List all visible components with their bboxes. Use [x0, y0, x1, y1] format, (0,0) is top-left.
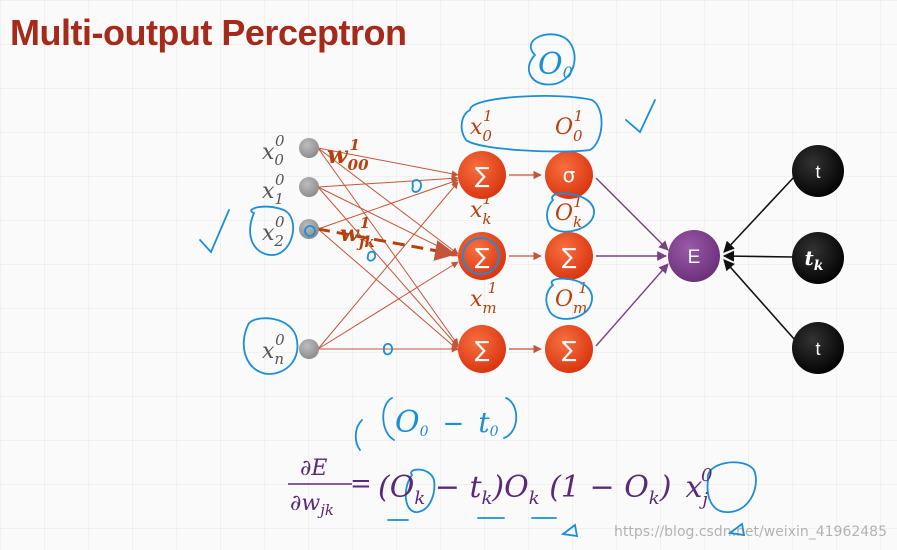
annotation-circle-om	[545, 277, 593, 320]
activation-symbol-0: σ	[563, 163, 576, 187]
formula-denominator: ∂wjk	[290, 491, 334, 519]
activation-symbol-k: ∑	[562, 245, 577, 270]
error-node	[668, 230, 720, 282]
input-label-n: xn0	[262, 331, 285, 368]
weight-jk-edge	[317, 227, 457, 261]
error-label: E	[688, 247, 701, 268]
hidden-activation-edges	[509, 170, 542, 354]
annotation-circle-ok	[546, 192, 595, 233]
output-error-edges	[595, 177, 669, 347]
page-title: Multi-output Perceptron	[10, 12, 407, 53]
target-label-top: t	[815, 162, 820, 182]
gradient-formula: ∂E ∂wjk = (Ok − tk)Ok (1 − Ok)xj0	[288, 456, 712, 519]
annotation-circle-sumk	[462, 237, 500, 275]
activation-symbol-m: ∑	[562, 338, 577, 363]
hidden-label-m: xm1	[470, 279, 497, 317]
target-label-k: tk	[805, 246, 824, 274]
input-node-1	[299, 177, 319, 197]
activation-node-k	[545, 232, 593, 280]
sum-node-m	[458, 325, 506, 373]
input-node-n	[299, 339, 319, 359]
weight-label-jk: wjk1	[340, 214, 375, 251]
target-label-bottom: t	[815, 339, 820, 359]
formula-numerator: ∂E	[300, 456, 327, 481]
input-edges	[317, 147, 459, 353]
hidden-label-0: x01	[470, 107, 493, 145]
annotation-circle-x2	[249, 205, 294, 256]
watermark: https://blog.csdn.net/weixin_41962485	[613, 524, 887, 540]
sum-symbol-m: ∑	[475, 338, 490, 363]
activation-node-0	[545, 151, 593, 199]
check-mark-left	[199, 209, 230, 254]
annotation-loop-o0	[527, 33, 576, 86]
annotation-o-minus-t: O0−t0	[395, 405, 499, 440]
target-node-k	[792, 232, 844, 284]
target-node-bottom	[792, 322, 844, 374]
annotation-edge-zero: 0	[410, 190, 411, 192]
annotation-loop-layer-labels	[460, 95, 603, 153]
input-node-0	[299, 138, 319, 158]
formula-body: (Ok − tk)Ok (1 − Ok)xj0	[378, 465, 712, 510]
annotation-o0-top: O0	[538, 47, 573, 82]
annotation-edge-zero-2: 0	[382, 353, 383, 355]
sum-symbol-0: ∑	[475, 164, 490, 189]
input-label-2: x20	[262, 213, 285, 250]
annotation-circle-xn	[242, 317, 299, 375]
handwritten-annotations	[199, 33, 757, 538]
sum-symbol-k: ∑	[475, 245, 490, 270]
hidden-label-k: xk1	[470, 190, 492, 228]
formula-equals: =	[350, 469, 372, 499]
annotation-circle-formula-x	[706, 461, 757, 513]
activation-node-m	[545, 325, 593, 373]
target-node-top	[792, 145, 844, 197]
input-label-0: x00	[262, 132, 285, 169]
sum-node-0	[458, 151, 506, 199]
input-label-1: x10	[262, 171, 285, 208]
weight-label-00: w001	[327, 136, 369, 174]
output-label-0: O01	[555, 107, 583, 145]
output-label-k: Ok1	[555, 193, 583, 231]
annotation-node-mark	[304, 225, 316, 237]
target-error-edges	[722, 175, 796, 341]
check-mark-top	[625, 99, 656, 134]
annotation-circle-formula-ok	[404, 468, 436, 513]
